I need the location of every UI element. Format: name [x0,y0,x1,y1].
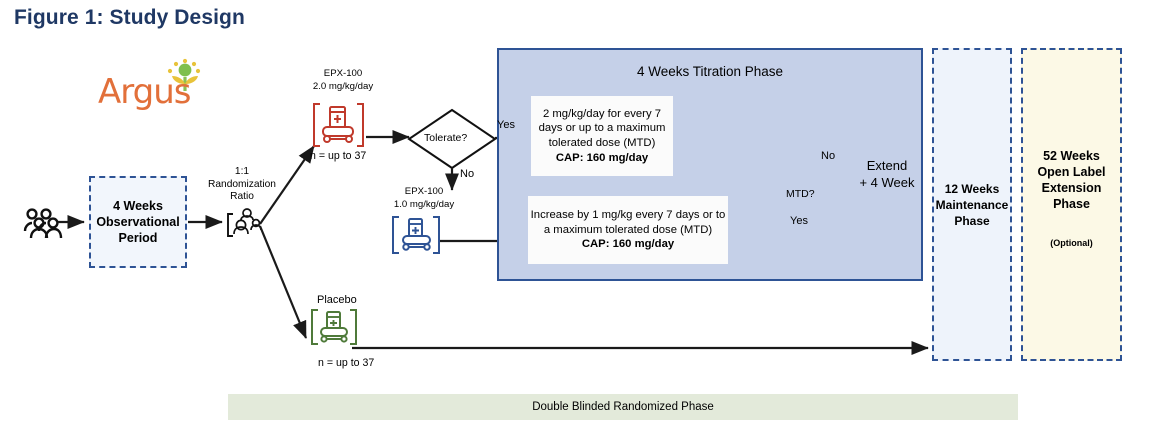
mtd-decision-label: MTD? [786,188,815,200]
argus-logo-text: Argus [98,72,191,112]
maintenance-phase-panel: 12 Weeks Maintenance Phase [932,48,1012,361]
titration-low-dose-body: Increase by 1 mg/kg every 7 days or to a… [530,209,726,236]
observational-period-box: 4 Weeks Observational Period [89,176,187,268]
observational-period-label: 4 Weeks Observational Period [96,199,180,245]
medicine-bottle-icon-high [313,103,364,147]
argus-flower-icon [167,58,201,91]
patients-icon [23,208,63,239]
mtd-yes-label: Yes [790,215,808,227]
mtd-no-label: No [821,150,836,162]
titration-high-dose-cap: CAP: 160 mg/day [555,151,649,164]
double-blinded-phase-label: Double Blinded Randomized Phase [532,401,714,413]
open-label-extension-panel: 52 Weeks Open Label Extension Phase (Opt… [1021,48,1122,361]
tolerate-decision-label: Tolerate? [424,132,468,144]
titration-phase-header: 4 Weeks Titration Phase [636,64,784,79]
titration-high-dose-box: 2 mg/kg/day for every 7 days or up to a … [531,96,673,176]
titration-low-dose-box: Increase by 1 mg/kg every 7 days or to a… [528,196,728,264]
argus-logo: Argus [98,58,220,112]
randomization-icon [227,208,262,237]
page-title: Figure 1: Study Design [14,6,245,29]
medicine-bottle-icon-low [392,216,440,254]
arm-low-drug-label: EPX-100 1.0 mg/kg/day [393,186,455,210]
arm-placebo-n-label: n = up to 37 [318,357,375,369]
extend-label: Extend + 4 Week [859,158,915,190]
double-blinded-phase-bar: Double Blinded Randomized Phase [228,394,1018,420]
arm-placebo-label: Placebo [317,294,357,306]
arm-high-drug-label: EPX-100 2.0 mg/kg/day [312,68,374,92]
tolerate-no-label: No [460,168,475,180]
maintenance-phase-label: 12 Weeks Maintenance Phase [935,181,1009,228]
medicine-bottle-icon-placebo [311,309,357,345]
randomization-ratio-label: 1:1 Randomization Ratio [208,166,276,203]
titration-high-dose-body: 2 mg/kg/day for every 7 days or up to a … [538,107,666,149]
titration-low-dose-cap: CAP: 160 mg/day [581,238,675,251]
open-label-optional-note: (Optional) [1050,238,1093,249]
open-label-extension-label: 52 Weeks Open Label Extension Phase [1037,148,1106,211]
tolerate-yes-label: Yes [497,119,515,131]
arm-high-n-label: n = up to 37 [310,150,367,162]
